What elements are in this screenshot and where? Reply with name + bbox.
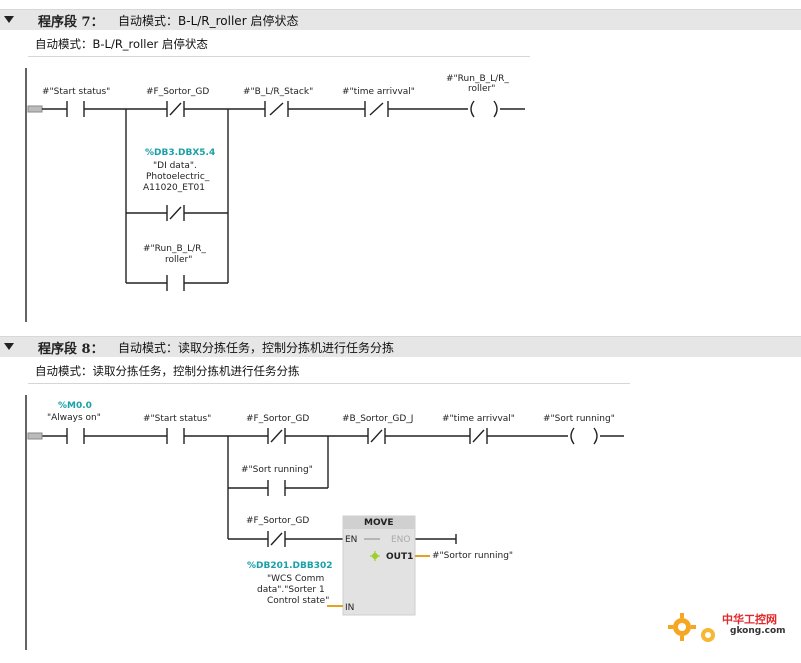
- label-f-sortor-gd-7[interactable]: #F_Sortor_GD: [146, 87, 209, 97]
- contact-start-status-8[interactable]: [166, 428, 185, 444]
- address-m0-0[interactable]: %M0.0: [58, 401, 92, 411]
- label-f-sortor-gd-move[interactable]: #F_Sortor_GD: [246, 516, 309, 526]
- address-db201-dbb302[interactable]: %DB201.DBB302: [247, 561, 333, 571]
- label-run-b-par-2[interactable]: roller": [165, 255, 192, 265]
- label-sort-running-par[interactable]: #"Sort running": [241, 465, 313, 475]
- collapse-arrow-icon[interactable]: [4, 16, 14, 23]
- label-db201-line1: "WCS Comm: [267, 574, 324, 584]
- move-out1-pin: OUT1: [386, 552, 413, 562]
- network-8-comment[interactable]: 自动模式：读取分拣任务，控制分拣机进行任务分拣: [35, 364, 300, 378]
- network-7-comment-underline: [28, 56, 530, 57]
- label-db3-line1: "DI data".: [153, 161, 197, 171]
- label-db201-line2: data"."Sorter 1: [257, 585, 325, 595]
- label-run-b-lr-roller-1[interactable]: #"Run_B_L/R_: [446, 74, 509, 84]
- network-8-header[interactable]: 程序段 8： 自动模式：读取分拣任务，控制分拣机进行任务分拣: [0, 336, 801, 357]
- network-8-description[interactable]: 自动模式：读取分拣任务，控制分拣机进行任务分拣: [118, 341, 395, 355]
- contact-b-sortor-gd-j[interactable]: [367, 428, 386, 444]
- network-8-title: 程序段 8：: [38, 342, 104, 357]
- label-run-b-par-1[interactable]: #"Run_B_L/R_: [143, 244, 206, 254]
- network-7-comment[interactable]: 自动模式：B-L/R_roller 启停状态: [35, 37, 208, 51]
- contact-db3-dbx5-4[interactable]: [166, 205, 185, 221]
- network-8-comment-underline: [28, 383, 630, 384]
- address-db3-dbx5-4[interactable]: %DB3.DBX5.4: [145, 148, 215, 158]
- coil-sort-running[interactable]: [570, 427, 575, 445]
- rail-marker-8: [27, 432, 43, 440]
- contact-f-sortor-gd-move[interactable]: [267, 531, 286, 547]
- contact-time-arrival-7[interactable]: [364, 101, 389, 117]
- watermark-en: gkong.com: [730, 626, 786, 636]
- collapse-arrow-icon[interactable]: [4, 343, 14, 350]
- label-db3-line2: Photoelectric_: [146, 172, 210, 182]
- contact-start-status-7[interactable]: [66, 101, 85, 117]
- watermark-logo-icon: [668, 613, 715, 642]
- coil-run-b-lr-roller[interactable]: [470, 100, 475, 118]
- contact-sort-running[interactable]: [267, 480, 286, 496]
- label-time-arrival-7[interactable]: #"time arrivval": [342, 87, 415, 97]
- gear-icon: [370, 551, 380, 561]
- label-db201-line3: Control state": [267, 596, 329, 606]
- label-b-sortor-gd-j[interactable]: #B_Sortor_GD_J: [342, 414, 413, 424]
- contact-f-sortor-gd-7[interactable]: [166, 101, 185, 117]
- contact-b-lr-stack[interactable]: [264, 101, 289, 117]
- move-in-pin: IN: [345, 603, 354, 613]
- network-7-title: 程序段 7：: [38, 15, 104, 30]
- label-out1-sortor-running[interactable]: #"Sortor running": [432, 551, 513, 561]
- network-7-header[interactable]: 程序段 7： 自动模式：B-L/R_roller 启停状态: [0, 9, 801, 30]
- label-run-b-lr-roller-2[interactable]: roller": [468, 84, 495, 94]
- label-b-lr-stack[interactable]: #"B_L/R_Stack": [243, 87, 313, 97]
- label-db3-line3: A11020_ET01: [143, 183, 205, 193]
- contact-always-on[interactable]: [66, 428, 85, 444]
- move-block[interactable]: MOVE EN ENO OUT1 IN: [342, 515, 416, 616]
- label-sort-running[interactable]: #"Sort running": [543, 414, 615, 424]
- label-start-status-7[interactable]: #"Start status": [42, 87, 110, 97]
- network-7-description[interactable]: 自动模式：B-L/R_roller 启停状态: [118, 14, 299, 28]
- label-time-arrival-8[interactable]: #"time arrivval": [442, 414, 515, 424]
- move-en-pin: EN: [345, 535, 357, 545]
- contact-time-arrival-8[interactable]: [469, 428, 488, 444]
- label-f-sortor-gd-8[interactable]: #F_Sortor_GD: [246, 414, 309, 424]
- move-title: MOVE: [364, 518, 393, 528]
- move-eno-pin: ENO: [391, 535, 411, 545]
- contact-f-sortor-gd-8[interactable]: [267, 428, 286, 444]
- label-always-on[interactable]: "Always on": [47, 413, 101, 423]
- watermark-cn: 中华工控网: [722, 613, 777, 626]
- label-start-status-8[interactable]: #"Start status": [143, 414, 211, 424]
- contact-run-b-lr-roller[interactable]: [166, 275, 185, 291]
- rail-marker-7: [27, 105, 43, 113]
